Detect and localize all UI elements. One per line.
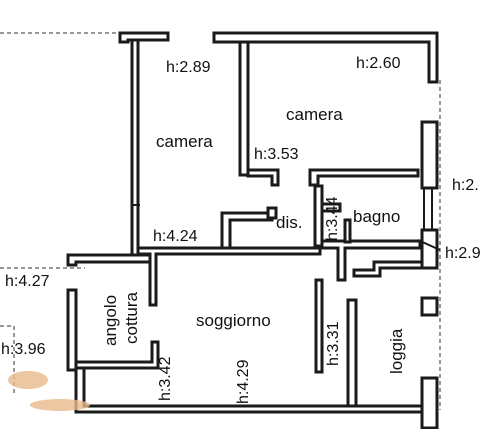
wall-kitchen-north bbox=[66, 253, 152, 267]
height-label-4-24: h:4.24 bbox=[153, 228, 198, 245]
height-label-3-53: h:3.53 bbox=[254, 146, 299, 163]
room-label-soggiorno: soggiorno bbox=[196, 311, 271, 330]
wall-loggia-top bbox=[352, 260, 424, 278]
height-label-3-96: h:3.96 bbox=[1, 341, 46, 358]
height-label-2-89: h:2.89 bbox=[166, 59, 211, 76]
room-label-camera-right: camera bbox=[286, 105, 343, 124]
wall-camera-right-south-2 bbox=[308, 168, 420, 187]
room-label-bagno: bagno bbox=[353, 207, 400, 226]
walls bbox=[66, 31, 441, 429]
wall-camera-right-south bbox=[246, 168, 280, 187]
height-label-3-31: h:3.31 bbox=[325, 321, 342, 366]
room-label-angolo: angolo bbox=[101, 295, 120, 346]
wall-dis-upper bbox=[220, 211, 274, 250]
room-label-dis: dis. bbox=[276, 213, 302, 232]
room-label-loggia: loggia bbox=[387, 328, 406, 374]
wall-kitchen-west bbox=[66, 288, 78, 372]
wall-top-right bbox=[212, 31, 439, 84]
wall-top-left bbox=[118, 31, 170, 44]
door-arc-bagno bbox=[417, 239, 441, 251]
wall-bagno-west bbox=[313, 184, 324, 248]
height-label-3-44: h:3.44 bbox=[324, 196, 341, 241]
wall-bagno-door bbox=[343, 218, 352, 244]
height-label-4-29: h:4.29 bbox=[235, 359, 252, 404]
wall-bagno-dis bbox=[320, 202, 342, 213]
wall-soggiorno-east bbox=[314, 278, 324, 374]
watermark-logo bbox=[8, 371, 90, 411]
wall-camera-right-west bbox=[238, 40, 250, 177]
wall-corridor-south bbox=[136, 246, 322, 307]
wall-loggia-west bbox=[346, 298, 358, 412]
height-label-2-60: h:2.60 bbox=[356, 55, 401, 72]
height-label-4-27: h:4.27 bbox=[5, 273, 50, 290]
wall-dis-pillar bbox=[266, 206, 278, 220]
room-label-camera-left: camera bbox=[156, 132, 213, 151]
height-label-3-42: h:3.42 bbox=[157, 356, 174, 401]
wall-south bbox=[74, 366, 424, 414]
height-label-2-trunc: h:2. bbox=[452, 177, 479, 194]
wall-east-pillar bbox=[420, 296, 439, 317]
room-label-cottura: cottura bbox=[122, 291, 141, 344]
wall-east-mid bbox=[420, 228, 439, 270]
wall-east-upper bbox=[420, 120, 439, 190]
wall-east-lower bbox=[420, 376, 439, 429]
wall-bagno-south bbox=[320, 239, 422, 282]
wall-camera-left-west bbox=[130, 38, 140, 257]
height-label-2-9-trunc: h:2.9 bbox=[445, 245, 481, 262]
